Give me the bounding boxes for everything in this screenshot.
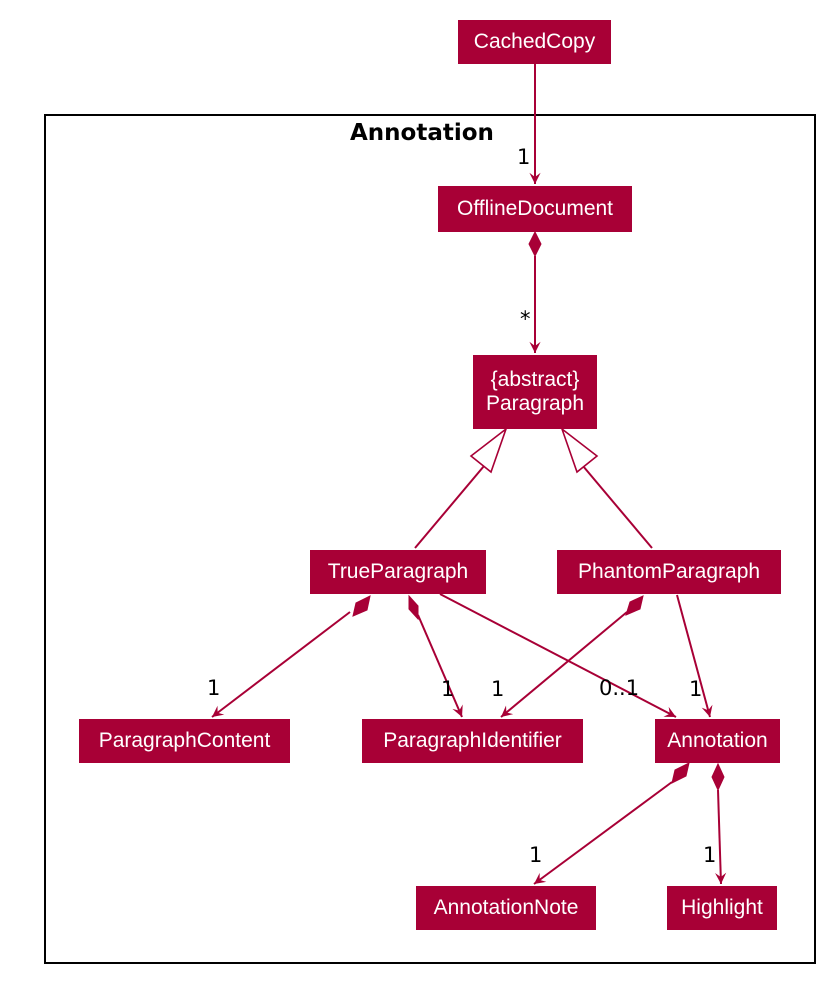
edge-true-content: [211, 611, 351, 718]
class-trueparagraph[interactable]: TrueParagraph: [310, 550, 486, 594]
edge-trueparagraph-paragraph: [414, 465, 485, 549]
composition-diamond-annotation-highlight: [711, 762, 725, 792]
multiplicity-annotation-note: 1: [529, 843, 543, 867]
class-name: Highlight: [681, 896, 763, 919]
class-name: AnnotationNote: [433, 896, 579, 919]
multiplicity-cachedcopy-offlinedocument: 1: [517, 145, 531, 169]
annotation-package-frame: [44, 114, 816, 964]
edge-true-annotation: [439, 593, 677, 718]
class-name: ParagraphIdentifier: [383, 729, 562, 752]
class-cachedcopy[interactable]: CachedCopy: [458, 20, 611, 64]
multiplicity-offlinedocument-paragraph: *: [520, 307, 531, 331]
multiplicity-true-content: 1: [207, 676, 221, 700]
class-name: CachedCopy: [473, 30, 596, 53]
multiplicity-phantom-annotation: 1: [689, 677, 703, 701]
composition-diamond-annotation-note: [671, 762, 690, 784]
multiplicity-annotation-highlight: 1: [703, 843, 717, 867]
multiplicity-true-identifier: 1: [441, 677, 455, 701]
multiplicity-true-annotation: 0..1: [599, 676, 640, 700]
class-highlight[interactable]: Highlight: [667, 886, 777, 930]
class-stereotype: {abstract}: [490, 368, 580, 391]
inheritance-triangle-phantom: [560, 426, 599, 474]
edge-annotation-note: [533, 781, 673, 885]
package-title: Annotation: [350, 120, 494, 146]
class-name: Annotation: [667, 729, 768, 752]
edge-phantomparagraph-paragraph: [582, 465, 653, 549]
inheritance-triangle-true: [469, 426, 508, 474]
class-annotation[interactable]: Annotation: [655, 719, 780, 763]
class-paragraph[interactable]: {abstract} Paragraph: [473, 355, 597, 429]
composition-diamond-true-identifier: [408, 594, 419, 621]
edge-phantom-annotation: [676, 594, 713, 718]
edge-true-identifier: [417, 614, 463, 718]
edge-annotation-highlight: [715, 789, 727, 885]
class-name: Paragraph: [485, 392, 585, 415]
composition-diamond-offlinedocument: [528, 230, 542, 258]
class-name: TrueParagraph: [327, 560, 469, 583]
multiplicity-phantom-identifier: 1: [491, 677, 505, 701]
composition-diamond-phantom-identifier: [625, 595, 644, 616]
class-paragraphcontent[interactable]: ParagraphContent: [79, 719, 290, 763]
class-phantomparagraph[interactable]: PhantomParagraph: [557, 550, 781, 594]
class-offlinedocument[interactable]: OfflineDocument: [438, 186, 632, 232]
class-paragraphidentifier[interactable]: ParagraphIdentifier: [362, 719, 583, 763]
class-name: OfflineDocument: [456, 197, 614, 220]
class-name: ParagraphContent: [98, 729, 271, 752]
composition-diamond-true-content: [352, 595, 371, 617]
class-annotationnote[interactable]: AnnotationNote: [416, 886, 596, 930]
class-name: PhantomParagraph: [577, 560, 761, 583]
edge-phantom-identifier: [500, 611, 628, 718]
